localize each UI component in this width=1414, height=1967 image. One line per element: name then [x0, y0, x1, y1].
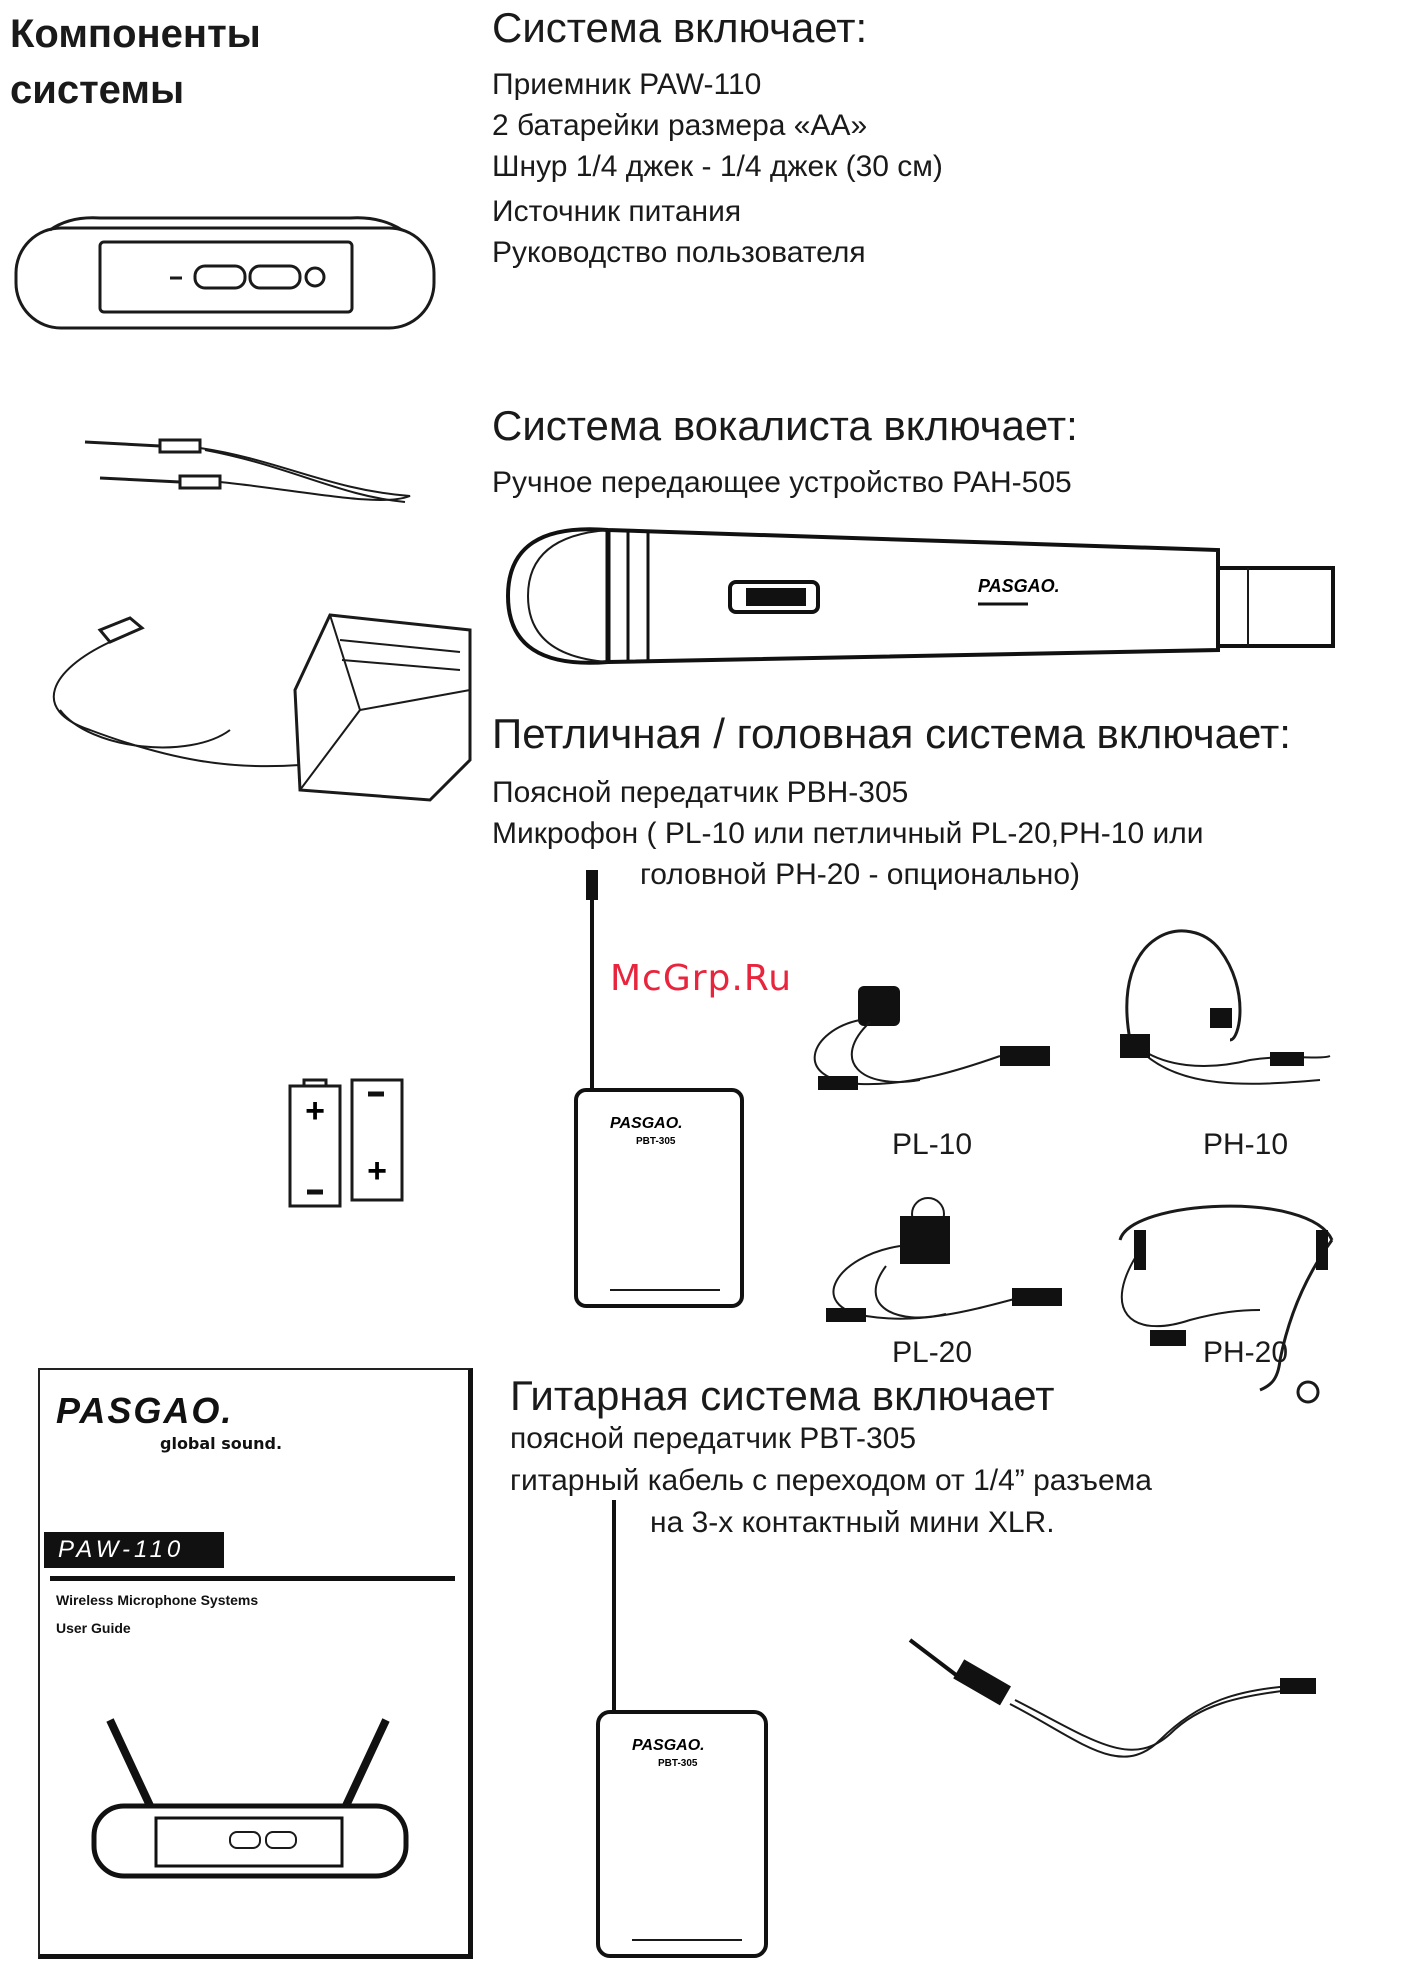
caption-pl20: PL-20: [892, 1336, 973, 1369]
page-title-line-1: Компоненты: [10, 12, 261, 56]
caption-ph20: PH-20: [1203, 1336, 1289, 1369]
lav-item: Поясной передатчик PBH-305: [492, 776, 909, 809]
guitar-title: Гитарная система включает: [510, 1372, 1055, 1419]
pl20-mic-illustration: [826, 1197, 1062, 1322]
lav-item: Микрофон ( PL-10 или петличный PL-20,PH-…: [492, 817, 1204, 850]
guitar-item: гитарный кабель с переходом от 1/4” разъ…: [510, 1464, 1152, 1497]
vocal-title: Система вокалиста включает:: [492, 402, 1078, 449]
manual-receiver-illustration: [91, 1718, 409, 1879]
page-title: Компоненты системы: [10, 6, 261, 118]
system-item: Приемник PAW-110: [492, 68, 762, 101]
guitar-item: поясной передатчик PBT-305: [510, 1422, 917, 1455]
guitar-beltpack-illustration: PASGAO. PBT-305: [596, 1500, 768, 1958]
vocal-item: Ручное передающее устройство PAH-505: [492, 466, 1072, 499]
lav-beltpack-brand: PASGAO.: [610, 1115, 683, 1132]
svg-text:+: +: [305, 1092, 325, 1130]
ph10-headset-illustration: [1120, 929, 1331, 1085]
guitar-item: на 3-х контактный мини XLR.: [650, 1506, 1055, 1539]
caption-ph10: PH-10: [1203, 1128, 1289, 1161]
manual-model: PAW-110: [44, 1532, 224, 1568]
manual-illustration: PASGAO. global sound. PAW-110 Wireless M…: [38, 1368, 473, 1959]
watermark: McGrp.Ru: [610, 958, 793, 999]
manual-tagline: global sound.: [160, 1434, 283, 1453]
receiver-illustration: [14, 216, 436, 330]
lav-beltpack-model: PBT-305: [636, 1136, 676, 1147]
caption-pl10: PL-10: [892, 1128, 973, 1161]
system-title: Система включает:: [492, 4, 868, 51]
svg-text:+: +: [367, 1152, 387, 1190]
manual-divider: [50, 1576, 455, 1581]
guitar-cable-illustration: [908, 1638, 1316, 1758]
page-title-line-2: системы: [10, 68, 185, 112]
manual-brand: PASGAO.: [56, 1390, 234, 1431]
lav-item: головной PH-20 - опционально): [640, 858, 1080, 891]
handheld-mic-illustration: PASGAO.: [505, 527, 1335, 665]
lav-beltpack-illustration: PASGAO. PBT-305: [574, 870, 744, 1308]
manual-line-2: User Guide: [56, 1620, 131, 1636]
lav-title: Петличная / головная система включает:: [492, 710, 1291, 757]
guitar-beltpack-brand: PASGAO.: [632, 1737, 705, 1754]
manual-line-1: Wireless Microphone Systems: [56, 1592, 259, 1608]
system-item: Источник питания: [492, 195, 742, 228]
system-list: Приемник PAW-110 2 батарейки размера «АА…: [492, 64, 943, 273]
patch-cable-illustration: [84, 438, 411, 503]
system-item: 2 батарейки размера «АА»: [492, 109, 868, 142]
guitar-beltpack-model: PBT-305: [658, 1758, 698, 1769]
pl10-mic-illustration: [813, 986, 1050, 1090]
mic-brand: PASGAO.: [978, 576, 1060, 596]
system-item: Руководство пользователя: [492, 236, 866, 269]
system-item: Шнур 1/4 джек - 1/4 джек (30 см): [492, 150, 943, 183]
power-adapter-illustration: [52, 613, 472, 802]
batteries-illustration: + +: [288, 1078, 404, 1208]
ph20-headset-illustration: [1118, 1204, 1334, 1404]
